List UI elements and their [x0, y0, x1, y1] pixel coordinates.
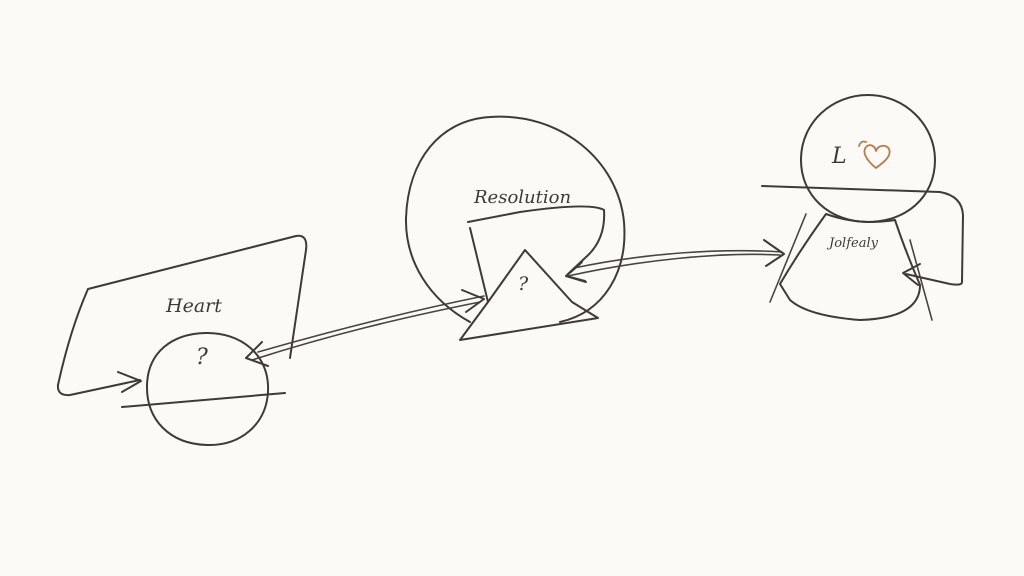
heart-resolution-connector [245, 289, 485, 367]
connector-line-3 [567, 253, 781, 277]
connector-right-arrowhead-2 [763, 239, 785, 267]
connector-line-4 [573, 249, 783, 269]
heart-symbol-icon [858, 140, 891, 169]
love-bell-shape [779, 213, 921, 321]
heart-divider-line [121, 392, 286, 408]
connector-left-arrowhead [245, 341, 269, 367]
resolution-question-mark: ? [518, 273, 529, 295]
heart-question-mark: ? [196, 345, 208, 370]
love-bell-side-stroke-right [909, 239, 933, 321]
connector-line-1 [251, 301, 481, 361]
love-node: L Jolfealy [761, 94, 964, 321]
love-caption: Jolfealy [826, 236, 879, 251]
love-bell-side-stroke-left [769, 213, 807, 303]
heart-container-shape [56, 234, 308, 397]
resolution-love-connector [565, 239, 785, 283]
love-loop-arrowhead [902, 263, 921, 286]
resolution-inner-shape [467, 205, 606, 303]
resolution-triangle [459, 249, 599, 341]
resolution-node: Resolution ? [404, 115, 626, 341]
connector-right-arrowhead [461, 289, 485, 313]
heart-circle [145, 331, 270, 447]
heart-label: Heart [165, 295, 222, 317]
love-letter: L [831, 144, 847, 169]
heart-node: Heart ? [56, 234, 308, 447]
connector-line-2 [257, 295, 485, 353]
resolution-circle [404, 115, 626, 323]
love-divider-line [761, 185, 964, 286]
heart-loop-arrowhead [117, 371, 142, 393]
resolution-label: Resolution [473, 187, 571, 208]
connector-left-arrowhead-2 [565, 261, 587, 283]
